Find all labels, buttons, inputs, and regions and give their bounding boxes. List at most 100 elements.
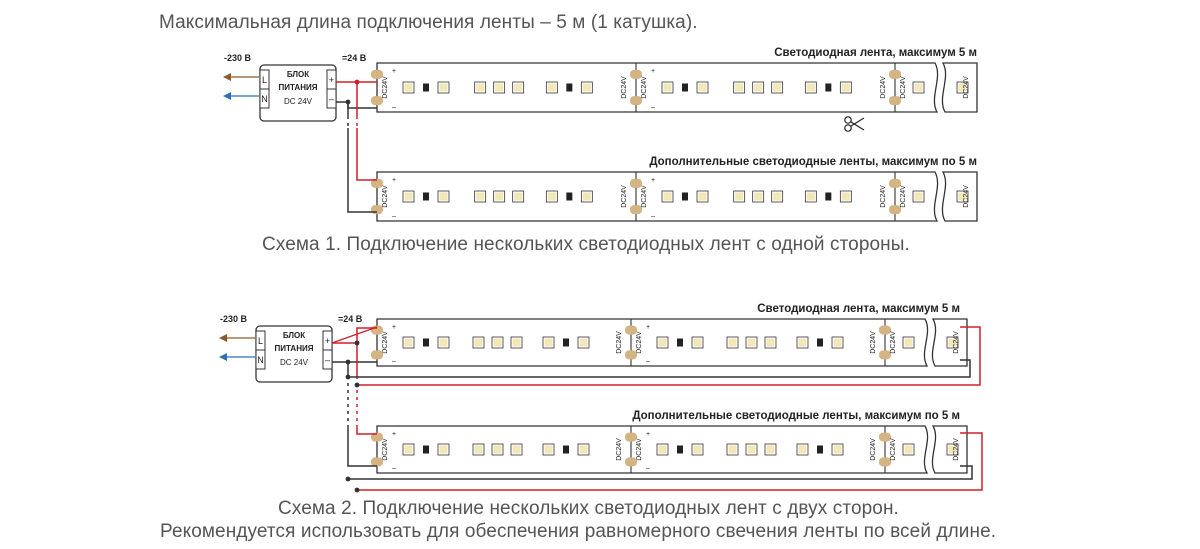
solder-pad [371, 325, 383, 335]
negative-return-wire [348, 359, 971, 378]
positive-return-wire [357, 432, 983, 491]
terminal-n [255, 349, 266, 370]
solder-pad [879, 432, 891, 442]
led-chip [544, 445, 553, 454]
led-chip [514, 83, 523, 92]
solder-pad [889, 69, 901, 79]
negative-return-wire [348, 465, 973, 480]
segment-marking: DC24V [616, 331, 623, 354]
led-chip [495, 83, 504, 92]
led-chip [495, 192, 504, 201]
junction-dot [354, 79, 360, 85]
led-chip [904, 338, 913, 347]
power-supply-rating: DC 24V [284, 97, 313, 106]
arrow-left-icon [223, 92, 231, 100]
negative-wire [347, 128, 377, 213]
terminal-n [259, 88, 270, 109]
terminal-l-label: L [262, 75, 267, 85]
led-chip [404, 445, 413, 454]
resistor [563, 338, 569, 347]
solder-pad [879, 457, 891, 467]
led-chip [773, 83, 782, 92]
led-chip [948, 445, 957, 454]
junction-dot [354, 340, 360, 346]
resistor [566, 192, 573, 201]
junction-dot [345, 359, 351, 365]
led-chip [658, 338, 667, 347]
led-chip [806, 192, 815, 201]
segment-marking: DC24V [382, 438, 389, 461]
led-chip [439, 338, 448, 347]
junction-dot [354, 382, 360, 388]
led-chip [474, 338, 483, 347]
led-chip [841, 83, 850, 92]
positive-return-wire [357, 326, 981, 386]
scissors-blade [850, 121, 865, 131]
input-voltage-label: -230 В [224, 53, 252, 63]
led-chip [735, 83, 744, 92]
led-chip [512, 445, 521, 454]
extra-strip-scheme-2: Дополнительные светодиодные ленты, макси… [371, 410, 968, 474]
segment-marking: DC24V [621, 76, 628, 99]
segment-marking: DC24V [870, 438, 877, 461]
led-chip [474, 445, 483, 454]
resistor [682, 192, 688, 201]
resistor [566, 83, 573, 92]
solder-pad [889, 178, 901, 188]
main-strip-scheme-1: Светодиодная лента, максимум 5 мDC24V+–D… [371, 47, 978, 113]
pad-plus-label: + [646, 324, 650, 331]
extra-strip-scheme-1: Дополнительные светодиодные ленты, макси… [371, 156, 978, 222]
solder-pad [625, 457, 637, 467]
output-voltage-label: =24 В [338, 314, 363, 324]
segment-marking: DC24V [636, 331, 643, 354]
solder-pad [371, 96, 383, 106]
solder-pad [625, 432, 637, 442]
power-supply-title: БЛОК [283, 331, 305, 340]
segment-marking: DC24V [890, 331, 897, 354]
segment-marking: DC24V [900, 76, 907, 99]
pad-plus-label: + [651, 68, 655, 75]
led-chip [806, 83, 815, 92]
led-chip [798, 338, 807, 347]
arrow-left-icon [219, 353, 227, 361]
terminal-l-label: L [258, 336, 263, 346]
scissors-icon [844, 116, 865, 132]
pad-plus-label: + [392, 431, 396, 438]
pad-plus-label: + [392, 177, 396, 184]
led-chip [693, 445, 702, 454]
terminal-minus [322, 349, 333, 370]
junction-dot [345, 99, 351, 105]
positive-wire [356, 128, 377, 181]
extra-strip-scheme-1-label: Дополнительные светодиодные ленты, макси… [649, 156, 977, 168]
segment-marking: DC24V [890, 438, 897, 461]
solder-pad [889, 96, 901, 106]
solder-pad [371, 432, 383, 442]
resistor [677, 338, 683, 347]
resistor [817, 338, 823, 347]
solder-pad [889, 205, 901, 215]
segment-marking: DC24V [870, 331, 877, 354]
resistor [817, 445, 823, 454]
solder-pad [371, 457, 383, 467]
pad-minus-label: – [651, 104, 655, 111]
resistor [423, 445, 429, 454]
junction-dot [354, 487, 360, 493]
solder-pad [625, 325, 637, 335]
resistor [677, 445, 683, 454]
positive-wire [332, 327, 377, 344]
segment-marking: DC24V [616, 438, 623, 461]
led-chip [512, 338, 521, 347]
led-chip [841, 192, 850, 201]
led-chip [958, 192, 967, 201]
terminal-plus-label: + [325, 336, 330, 346]
pad-minus-label: – [392, 358, 396, 365]
pad-minus-label: – [392, 465, 396, 472]
terminal-n-label: N [257, 355, 264, 365]
led-chip [798, 445, 807, 454]
led-chip [766, 338, 775, 347]
segment-marking: DC24V [953, 438, 960, 461]
power-supply-rating: DC 24V [280, 358, 309, 367]
led-chip [747, 445, 756, 454]
power-supply-title: ПИТАНИЯ [275, 344, 314, 353]
